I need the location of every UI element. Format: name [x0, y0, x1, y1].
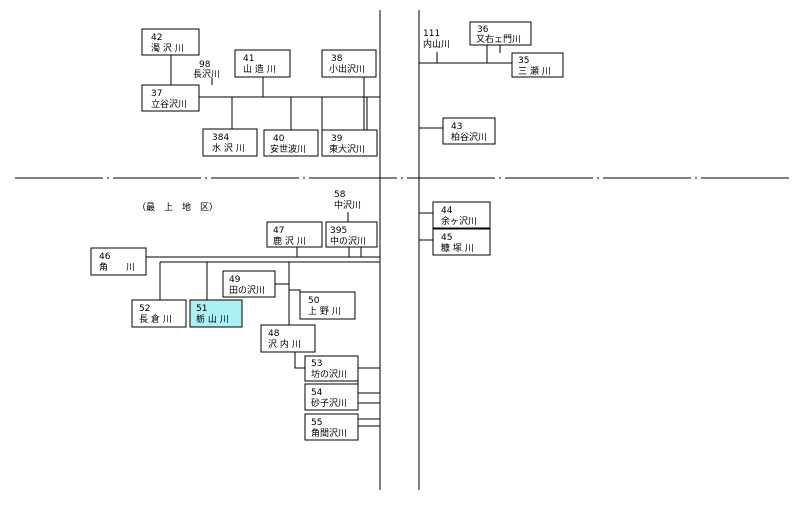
river-name: 中沢川 — [334, 199, 361, 211]
connector-lines — [145, 45, 512, 427]
river-number: 98 — [199, 60, 211, 70]
river-node-38: 38 小出沢川 — [321, 49, 377, 78]
river-node-40: 40 安世波川 — [263, 129, 319, 157]
river-number: 46 — [99, 252, 111, 262]
river-number: 54 — [311, 388, 323, 398]
river-node-55: 55 角間沢川 — [304, 413, 359, 441]
river-number: 42 — [151, 33, 162, 43]
river-name: 糠 塚 川 — [441, 242, 474, 254]
river-name: 濁 沢 川 — [151, 42, 184, 54]
river-node-43: 43 柏谷沢川 — [442, 117, 496, 145]
river-number: 45 — [441, 233, 452, 243]
river-name: 山 造 川 — [243, 63, 276, 75]
river-number: 58 — [334, 190, 346, 200]
river-number: 43 — [451, 122, 462, 132]
river-name: 中の沢川 — [330, 235, 366, 247]
river-label-58: 58 中沢川 — [334, 190, 361, 211]
river-name: 小出沢川 — [329, 63, 365, 75]
river-number: 111 — [423, 29, 440, 39]
river-node-42: 42 濁 沢 川 — [141, 28, 200, 56]
region-label: （最 上 地 区） — [137, 201, 218, 213]
river-number: 47 — [273, 226, 284, 236]
river-number: 49 — [229, 275, 241, 285]
river-node-53: 53 坊の沢川 — [304, 355, 359, 382]
river-name: 余ヶ沢川 — [441, 215, 477, 227]
river-number: 55 — [311, 418, 322, 428]
river-node-49: 49 田の沢川 — [222, 270, 276, 298]
river-number: 395 — [330, 226, 347, 236]
river-name: 安世波川 — [270, 143, 306, 155]
river-node-46: 46 角 川 — [90, 247, 147, 276]
river-number: 52 — [139, 304, 150, 314]
river-label-111: 111 内山川 — [423, 29, 450, 50]
river-name: 角間沢川 — [311, 427, 347, 439]
river-name: 栃 山 川 — [196, 313, 229, 325]
river-node-54: 54 砂子沢川 — [304, 383, 359, 411]
river-name: 角 川 — [99, 261, 135, 273]
river-name: 内山川 — [423, 38, 450, 50]
river-node-47: 47 鹿 沢 川 — [266, 221, 323, 248]
river-node-51: 51 栃 山 川 — [189, 299, 243, 328]
river-node-39: 39 東大沢川 — [321, 129, 378, 157]
river-name: 沢 内 川 — [268, 338, 301, 350]
river-name: 坊の沢川 — [311, 368, 347, 380]
river-name: 砂子沢川 — [311, 397, 347, 409]
river-number: 50 — [308, 296, 320, 306]
river-number: 44 — [441, 206, 453, 216]
river-number: 384 — [212, 133, 229, 143]
river-name: 三 瀬 川 — [518, 65, 551, 77]
river-node-37: 37 立谷沢川 — [141, 84, 200, 112]
river-name: 水 沢 川 — [212, 142, 245, 154]
river-number: 48 — [268, 329, 280, 339]
river-name: 東大沢川 — [329, 143, 365, 155]
river-node-41: 41 山 造 川 — [234, 49, 291, 78]
river-name: 田の沢川 — [229, 284, 265, 296]
river-label-98: 98 長沢川 — [193, 60, 220, 80]
river-node-35: 35 三 瀬 川 — [511, 52, 564, 78]
river-number: 37 — [151, 89, 162, 99]
river-node-45: 45 糠 塚 川 — [432, 228, 491, 256]
river-node-50: 50 上 野 川 — [299, 291, 356, 320]
river-number: 39 — [331, 134, 343, 144]
river-node-395: 395 中の沢川 — [325, 221, 378, 248]
river-name: 鹿 沢 川 — [273, 235, 306, 247]
river-name: 上 野 川 — [308, 306, 341, 317]
river-name: 長 倉 川 — [139, 313, 172, 325]
river-name: 又右ェ門川 — [476, 33, 521, 45]
river-number: 38 — [331, 54, 343, 64]
river-number: 40 — [273, 134, 285, 144]
river-node-44: 44 余ヶ沢川 — [432, 201, 491, 229]
river-number: 41 — [243, 54, 254, 64]
river-number: 53 — [311, 359, 322, 369]
river-number: 36 — [477, 25, 489, 35]
river-number: 51 — [196, 304, 207, 314]
river-node-52: 52 長 倉 川 — [131, 299, 187, 328]
river-name: 柏谷沢川 — [451, 131, 487, 143]
river-name: 長沢川 — [193, 68, 220, 80]
river-name: 立谷沢川 — [151, 98, 187, 110]
river-node-384: 384 水 沢 川 — [202, 128, 258, 157]
river-number: 35 — [518, 56, 529, 66]
river-node-36: 36 又右ェ門川 — [469, 21, 532, 46]
river-node-48: 48 沢 内 川 — [260, 324, 316, 353]
